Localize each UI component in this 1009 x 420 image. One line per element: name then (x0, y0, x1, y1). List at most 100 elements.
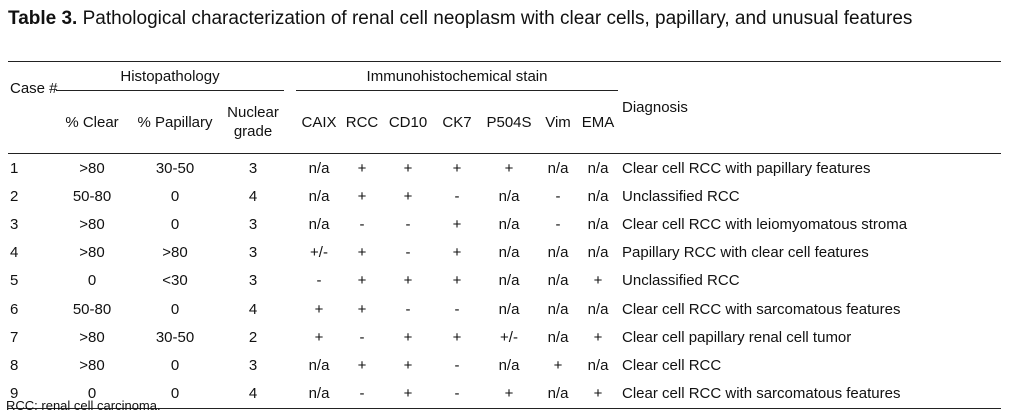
cell-papillary: >80 (162, 244, 188, 262)
cell-vim: + (553, 356, 563, 374)
cell-caix: + (314, 300, 324, 318)
cell-p504s: + (480, 153, 538, 183)
cell-grade: 4 (222, 379, 284, 409)
cell-rcc: - (359, 215, 365, 233)
cell-ck7: - (454, 300, 460, 318)
footnote: RCC: renal cell carcinoma. (6, 398, 161, 413)
cell-cd10: + (403, 272, 413, 290)
cell-p504s: n/a (498, 244, 520, 262)
cell-clear: 50-80 (72, 300, 112, 318)
header-group-immunostain: Immunohistochemical stain (296, 61, 619, 91)
cell-ck7: + (452, 272, 462, 290)
header-caix: CAIX (301, 113, 337, 131)
cell-ck7: + (452, 328, 462, 346)
table-label: Table 3. (8, 8, 78, 29)
cell-case: 2 (10, 187, 19, 205)
table-title: Table 3. Pathological characterization o… (8, 6, 998, 32)
cell-case: 5 (10, 272, 19, 290)
cell-papillary: 30-50 (155, 328, 195, 346)
cell-clear: >80 (56, 153, 128, 183)
cell-clear: >80 (79, 244, 105, 262)
header-p504s: P504S (486, 113, 532, 131)
cell-clear: >80 (79, 215, 105, 233)
cell-p504s: n/a (498, 215, 520, 233)
cell-p504s: +/- (500, 328, 518, 346)
cell-grade: 3 (248, 272, 258, 290)
cell-ema: n/a (587, 356, 609, 374)
cell-clear: >80 (79, 356, 105, 374)
cell-diagnosis: Clear cell RCC with leiomyomatous stroma (622, 215, 908, 233)
cell-cd10: - (405, 244, 411, 262)
cell-grade: 3 (248, 356, 258, 374)
header-grade: Nuclear grade (227, 104, 279, 140)
header-case: Case # (10, 80, 58, 97)
cell-vim: n/a (538, 153, 578, 183)
cell-case: 8 (10, 356, 19, 374)
header-group-histopathology: Histopathology (56, 61, 284, 91)
cell-ck7: - (454, 356, 460, 374)
cell-rcc: + (357, 272, 367, 290)
cell-papillary: 0 (170, 187, 180, 205)
cell-clear: 0 (56, 379, 128, 409)
cell-papillary: 0 (128, 379, 222, 409)
column-gap (284, 210, 296, 238)
cell-caix: n/a (296, 379, 342, 409)
cell-ema: n/a (587, 187, 609, 205)
cell-vim: n/a (538, 379, 578, 409)
cell-vim: - (555, 215, 561, 233)
cell-caix: n/a (308, 187, 330, 205)
cell-case: 9 (8, 379, 56, 409)
cell-case: 4 (10, 244, 19, 262)
header-rcc: RCC (345, 113, 379, 131)
cell-grade: 3 (248, 215, 258, 233)
cell-p504s: n/a (498, 272, 520, 290)
cell-vim: n/a (547, 328, 569, 346)
header-ema: EMA (581, 113, 615, 131)
cell-vim: n/a (547, 272, 569, 290)
cell-clear: 0 (87, 272, 97, 290)
cell-ck7: + (434, 153, 480, 183)
cell-rcc: + (342, 153, 382, 183)
cell-diagnosis: Unclassified RCC (622, 272, 740, 290)
column-gap (284, 351, 296, 379)
header-diagnosis: Diagnosis (622, 99, 688, 116)
cell-diagnosis: Clear cell RCC with sarcomatous features (618, 379, 1002, 409)
cell-grade: 3 (248, 244, 258, 262)
cell-cd10: - (405, 215, 411, 233)
cell-grade: 3 (222, 153, 284, 183)
pathology-table: Case # Histopathology Immunohistochemica… (8, 61, 1002, 409)
column-gap (284, 153, 296, 183)
cell-clear: >80 (79, 328, 105, 346)
cell-ck7: - (454, 187, 460, 205)
cell-cd10: + (382, 153, 434, 183)
cell-rcc: + (357, 300, 367, 318)
cell-ck7: - (434, 379, 480, 409)
cell-caix: + (314, 328, 324, 346)
cell-ema: n/a (587, 215, 609, 233)
column-gap (284, 295, 296, 323)
cell-vim: n/a (547, 300, 569, 318)
cell-p504s: n/a (498, 356, 520, 374)
cell-rcc: - (342, 379, 382, 409)
cell-caix: n/a (308, 215, 330, 233)
cell-diagnosis: Unclassified RCC (622, 187, 740, 205)
cell-caix: - (316, 272, 322, 290)
column-gap (284, 267, 296, 295)
cell-diagnosis: Clear cell RCC (622, 356, 722, 374)
cell-cd10: + (382, 379, 434, 409)
cell-ema: n/a (587, 244, 609, 262)
cell-cd10: + (403, 187, 413, 205)
cell-case: 3 (10, 215, 19, 233)
cell-ema: n/a (587, 300, 609, 318)
cell-rcc: + (357, 356, 367, 374)
cell-grade: 4 (248, 300, 258, 318)
cell-papillary: 0 (170, 300, 180, 318)
cell-p504s: n/a (498, 187, 520, 205)
cell-ck7: + (452, 215, 462, 233)
